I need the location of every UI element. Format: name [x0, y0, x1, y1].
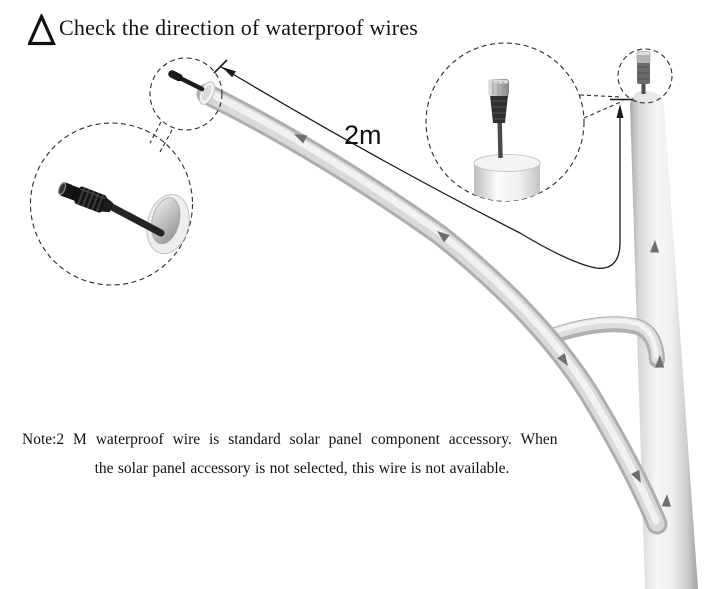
connector-tip-face [58, 182, 67, 196]
connector-cap-highlight [637, 52, 650, 55]
wire-direction-arrow [649, 240, 660, 253]
waterproof-connector [58, 182, 114, 213]
connector-stem [641, 82, 646, 94]
wire-direction-arrow [654, 355, 665, 368]
dimension-arrowhead [222, 67, 236, 78]
light-pole [630, 91, 698, 589]
zoom-source-circle-arm-tip [149, 57, 223, 131]
connector-body [490, 95, 508, 123]
arm-end-opening [168, 70, 216, 105]
support-bracket [538, 316, 665, 368]
warning-triangle-icon [28, 14, 56, 46]
connector-cable [106, 202, 165, 237]
callout-circle-connector-detail [29, 122, 194, 286]
wire-direction-arrows [294, 134, 671, 507]
wire-direction-arrow [661, 494, 671, 507]
connector-highlight [79, 188, 106, 200]
pole-body [630, 91, 698, 589]
callout-leader-line [149, 121, 162, 144]
pole-cap-top-face [473, 154, 541, 172]
dimension-line [220, 66, 621, 269]
dimension-tick [213, 59, 228, 74]
connector-stem [497, 121, 503, 159]
pole-top-detail [473, 79, 541, 201]
connector-detail [58, 182, 190, 255]
dimension-2m: 2m [213, 59, 633, 269]
page-title-text: Check the direction of waterproof wires [59, 15, 419, 40]
callout-leader-line [579, 94, 623, 98]
note-text: Note:2 M waterproof wire is standard sol… [22, 425, 582, 483]
pole-top-connector [636, 51, 651, 94]
wire-direction-arrow [294, 134, 308, 144]
pole-cap-cylinder [474, 163, 540, 201]
wire-direction-arrow [557, 353, 568, 366]
wire-direction-arrow [631, 469, 641, 483]
note-line-1: Note:2 M waterproof wire is standard sol… [22, 431, 558, 448]
dimension-arrowhead [616, 104, 624, 118]
connector-taper [99, 196, 114, 213]
lamp-arm [196, 83, 668, 535]
page-title: Check the direction of waterproof wires [28, 13, 418, 46]
waterproof-wire-tip [168, 70, 183, 82]
zoom-source-circle-pole-top [617, 48, 673, 104]
pole-top-dome [633, 93, 661, 101]
note-line-2: the solar panel accessory is not selecte… [94, 460, 510, 477]
dimension-label: 2m [344, 120, 382, 150]
wire-direction-arrow [437, 231, 450, 243]
callout-leader-line [583, 100, 624, 119]
connector-neck [68, 185, 82, 202]
